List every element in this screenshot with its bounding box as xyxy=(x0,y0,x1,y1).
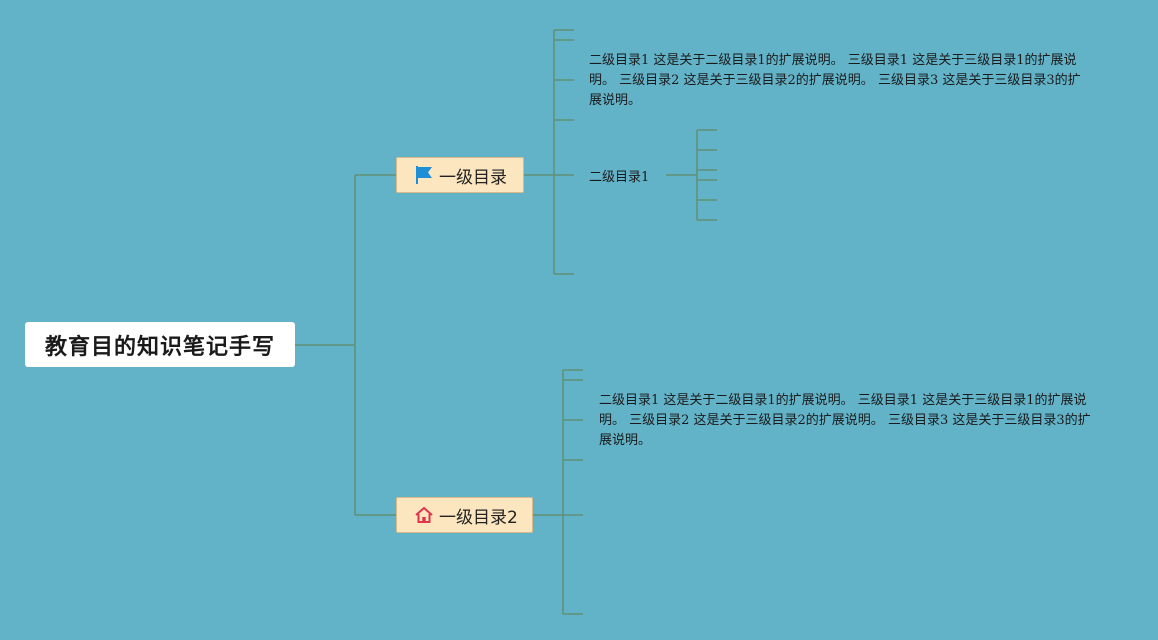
branch1-description: 二级目录1 这是关于二级目录1的扩展说明。 三级目录1 这是关于三级目录1的扩展… xyxy=(589,53,1081,108)
level1-node-1[interactable]: 一级目录 xyxy=(396,157,524,193)
root-node[interactable]: 教育目的知识笔记手写 xyxy=(25,322,295,367)
level1-label-1: 一级目录 xyxy=(439,167,507,188)
home-icon xyxy=(413,504,435,526)
level1-label-2: 一级目录2 xyxy=(439,507,518,528)
level2-node-label[interactable]: 二级目录1 xyxy=(589,170,650,185)
level1-node-2[interactable]: 一级目录2 xyxy=(396,497,533,533)
branch2-description: 二级目录1 这是关于二级目录1的扩展说明。 三级目录1 这是关于三级目录1的扩展… xyxy=(599,393,1091,448)
flag-icon xyxy=(413,164,435,186)
root-title: 教育目的知识笔记手写 xyxy=(44,334,275,360)
